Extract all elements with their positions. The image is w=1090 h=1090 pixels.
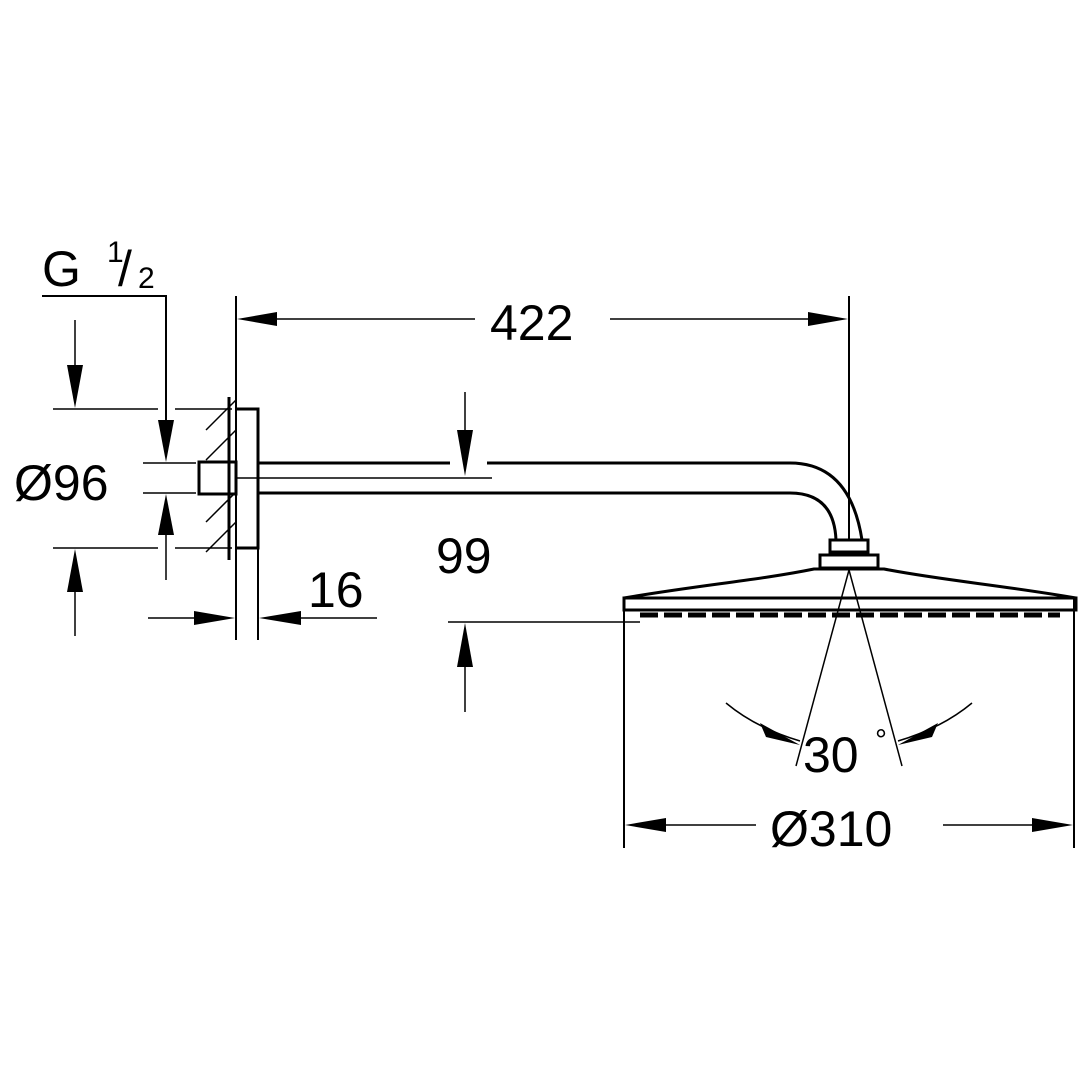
flange-diameter-label: Ø96	[14, 455, 109, 511]
head-dome	[623, 567, 1077, 600]
arm-length-label: 422	[490, 295, 573, 351]
head-dim-arrow-right	[1032, 818, 1073, 832]
flange-dim-top-arrow	[67, 365, 83, 408]
thread-leader-arrow	[158, 420, 174, 462]
arm-top-edge-curve	[487, 461, 864, 541]
spray-angle-line-right	[848, 569, 903, 767]
degree-symbol: °	[875, 724, 887, 757]
spray-angle-line-left	[795, 569, 850, 767]
flange-dim-bottom-arrow	[67, 549, 83, 592]
arm-bottom-edge-curve	[258, 491, 838, 541]
wall-hatch	[205, 491, 237, 523]
flange-depth-label: 16	[308, 562, 364, 618]
head-rim	[622, 596, 1078, 612]
angle-arc-right	[897, 702, 973, 742]
wall-flange	[197, 296, 260, 640]
drop-arrow-down	[457, 430, 473, 476]
thread-slash: /	[118, 241, 132, 297]
depth-arrow-right	[259, 611, 301, 625]
length-arrow-right	[808, 312, 848, 326]
thread-denominator: 2	[138, 262, 155, 295]
shower-arm	[236, 461, 864, 541]
spray-angle-label: 30	[803, 727, 859, 783]
shower-head	[622, 538, 1078, 618]
length-arrow-left	[237, 312, 277, 326]
thread-leader-line	[42, 295, 167, 420]
wall-hatch	[205, 521, 237, 553]
head-diameter-label: Ø310	[770, 801, 892, 857]
thread-numerator: 1	[107, 236, 124, 269]
depth-arrow-left	[194, 611, 235, 625]
thread-size-label: G 1 / 2	[42, 236, 155, 297]
wall-hatch	[205, 429, 237, 461]
drop-arrow-up	[457, 623, 473, 667]
angle-arc-left	[725, 702, 801, 742]
wall-hatch	[205, 399, 237, 431]
head-collar	[818, 553, 880, 570]
head-nut	[828, 538, 870, 554]
pipe-dim-arrow-up	[158, 494, 174, 535]
thread-prefix: G	[42, 241, 81, 297]
head-dim-arrow-left	[625, 818, 666, 832]
angle-arrow-left	[760, 723, 800, 745]
angle-arrow-right	[898, 723, 938, 745]
arm-drop-label: 99	[436, 528, 492, 584]
